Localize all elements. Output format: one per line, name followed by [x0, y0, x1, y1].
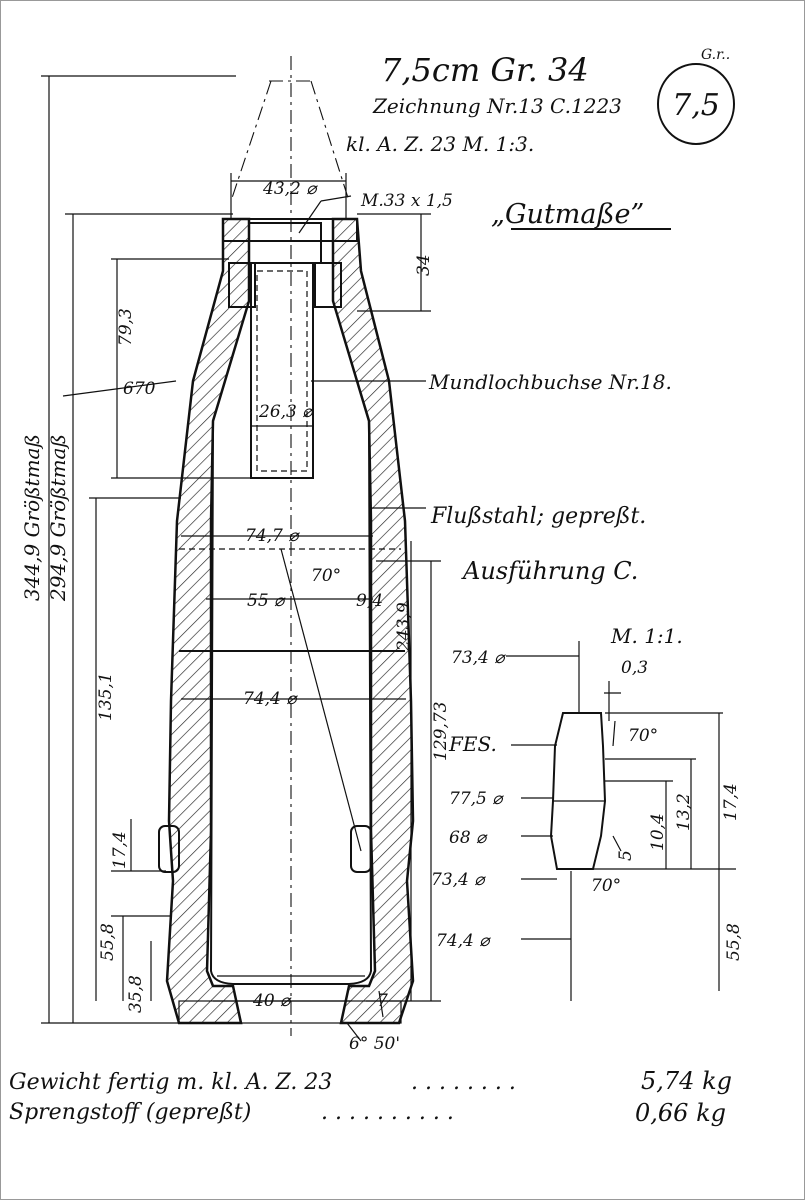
scale-note: kl. A. Z. 23 M. 1:3.: [346, 132, 534, 156]
dim-taper: 6° 50': [349, 1034, 400, 1054]
bushing-right: [314, 262, 342, 308]
label-detail-scale: M. 1:1.: [610, 624, 683, 648]
footer-explosive-label: Sprengstoff (gepreßt): [9, 1100, 251, 1125]
detail-d1: 73,4 ⌀: [451, 648, 506, 668]
footer-dots-1: . . . . . . . .: [411, 1070, 516, 1095]
dim-band-height: 17,4: [110, 831, 130, 869]
corner-mark: G.r..: [701, 47, 730, 63]
cap-outline: [230, 80, 350, 202]
dim-bushing-depth: 79,3: [116, 308, 136, 346]
dim-nose-top: 34: [414, 254, 434, 276]
sheet-number: 7,5: [672, 88, 720, 123]
detail-d3: 68 ⌀: [449, 828, 488, 848]
detail-clearance: 0,3: [621, 658, 648, 678]
dim-body-length: 129,73: [431, 702, 451, 761]
cavity-outline: [209, 420, 373, 985]
dim-rear-length: 135,1: [96, 672, 116, 721]
footer-weight-label: Gewicht fertig m. kl. A. Z. 23: [9, 1070, 332, 1095]
footer-dots-2: . . . . . . . . . .: [321, 1100, 454, 1125]
detail-h2: 13,2: [674, 793, 694, 831]
dim-overall: 344,9 Größtmaß: [20, 434, 44, 601]
detail-d5: 74,4 ⌀: [436, 931, 491, 951]
detail-h3: 17,4: [721, 783, 741, 821]
dim-rear-a: 55,8: [98, 923, 118, 961]
footer-explosive-value: 0,66 kg: [635, 1099, 726, 1127]
dim-lower-dia: 74,4 ⌀: [243, 689, 298, 709]
dim-rear-b: 35,8: [126, 975, 146, 1013]
left-wall: [165, 217, 251, 1025]
footer-weight-value: 5,74 kg: [641, 1067, 732, 1095]
label-fes: FES.: [448, 732, 497, 756]
detail-c: M. 1:1. 73,4 ⌀ 0,3 70° FES. 77,5 ⌀ 68 ⌀ …: [431, 624, 744, 1001]
fuze-bore-inner: [256, 270, 308, 472]
fuze-bore: [250, 262, 314, 479]
dim-base-dia: 40 ⌀: [252, 991, 292, 1011]
dim-nose-dia: 43,2 ⌀: [262, 179, 318, 199]
detail-h4: 55,8: [724, 923, 744, 961]
dim-base-gap: 7: [377, 991, 388, 1011]
dim-thread: M.33 x 1,5: [360, 191, 453, 211]
driving-band-right: [350, 825, 372, 873]
detail-d4: 73,4 ⌀: [431, 870, 486, 890]
heading: „Gutmaße”: [491, 199, 644, 230]
dim-wall-length: 670: [123, 379, 156, 399]
sheet-number-circle: [657, 63, 735, 145]
dim-angle: 70°: [311, 566, 341, 586]
dim-cavity-length: 243,9: [394, 602, 414, 652]
dim-bore-dia: 26,3 ⌀: [258, 402, 314, 422]
drawing-number: Zeichnung Nr.13 C.1223: [372, 94, 622, 118]
dim-wall: 9,4: [356, 591, 383, 611]
nose-ring: [222, 218, 358, 242]
dim-upper-dia: 74,7 ⌀: [245, 526, 300, 546]
dim-inner-dia: 55 ⌀: [247, 591, 286, 611]
label-execution: Ausführung C.: [461, 557, 638, 585]
label-material: Flußstahl; gepreßt.: [430, 504, 646, 529]
detail-angle-top: 70°: [628, 726, 658, 746]
label-fuze-bushing: Mundlochbuchse Nr.18.: [428, 370, 672, 394]
driving-band-left: [158, 825, 180, 873]
detail-d2: 77,5 ⌀: [449, 789, 504, 809]
designation: 7,5cm Gr. 34: [381, 51, 589, 89]
angle-line: [280, 548, 362, 852]
dim-body: 294,9 Größtmaß: [46, 434, 70, 602]
thread-recess: [248, 222, 322, 264]
detail-angle-bottom: 70°: [591, 876, 621, 896]
bushing-left: [228, 262, 256, 308]
detail-band-section: [549, 712, 607, 870]
detail-h1: 10,4: [648, 813, 668, 851]
detail-h-small: 5: [616, 850, 636, 861]
